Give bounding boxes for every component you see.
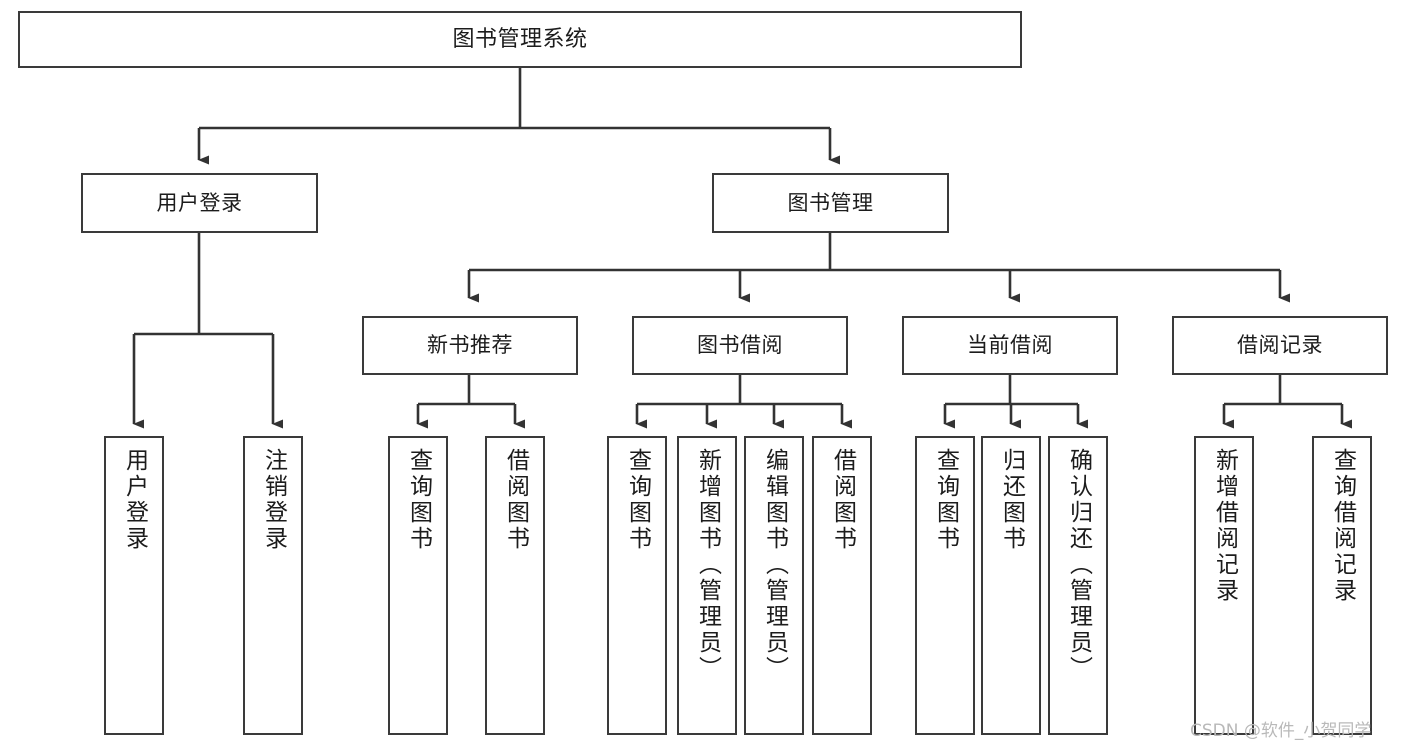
node-label: 借阅记录 bbox=[1237, 333, 1323, 358]
node-label: 查询借阅记录 bbox=[1329, 448, 1356, 604]
node-label: 查询图书 bbox=[624, 448, 651, 552]
csdn-watermark: CSDN @软件_小贺同学 bbox=[1190, 721, 1372, 741]
node-root-book-management-system[interactable]: 图书管理系统 bbox=[18, 11, 1022, 68]
leaf-add-borrow-record[interactable]: 新增借阅记录 bbox=[1194, 436, 1254, 735]
node-label: 图书管理系统 bbox=[452, 26, 588, 52]
node-borrow-record[interactable]: 借阅记录 bbox=[1172, 316, 1388, 375]
node-label: 图书管理 bbox=[787, 190, 874, 215]
node-new-book-recommend[interactable]: 新书推荐 bbox=[362, 316, 578, 375]
node-label: 归还图书 bbox=[998, 448, 1025, 552]
node-label: 当前借阅 bbox=[967, 333, 1053, 358]
node-current-borrow[interactable]: 当前借阅 bbox=[902, 316, 1118, 375]
node-book-management[interactable]: 图书管理 bbox=[712, 173, 949, 233]
node-label: 图书借阅 bbox=[697, 333, 783, 358]
node-label: 新增借阅记录 bbox=[1211, 448, 1238, 604]
leaf-query-book-current[interactable]: 查询图书 bbox=[915, 436, 975, 735]
node-label: 用户登录 bbox=[121, 448, 148, 552]
node-label: 借阅图书 bbox=[829, 448, 856, 552]
leaf-add-book-admin[interactable]: 新增图书（管理员） bbox=[677, 436, 737, 735]
leaf-user-login[interactable]: 用户登录 bbox=[104, 436, 164, 735]
leaf-borrow-book-borrow[interactable]: 借阅图书 bbox=[812, 436, 872, 735]
node-label: 借阅图书 bbox=[502, 448, 529, 552]
node-book-borrow[interactable]: 图书借阅 bbox=[632, 316, 848, 375]
leaf-query-borrow-record[interactable]: 查询借阅记录 bbox=[1312, 436, 1372, 735]
node-user-login[interactable]: 用户登录 bbox=[81, 173, 318, 233]
node-label: 查询图书 bbox=[405, 448, 432, 552]
leaf-query-book-borrow[interactable]: 查询图书 bbox=[607, 436, 667, 735]
node-label: 编辑图书（管理员） bbox=[761, 448, 788, 682]
node-label: 确认归还（管理员） bbox=[1065, 448, 1092, 682]
leaf-query-book-new-recommend[interactable]: 查询图书 bbox=[388, 436, 448, 735]
node-label: 查询图书 bbox=[932, 448, 959, 552]
leaf-confirm-return-admin[interactable]: 确认归还（管理员） bbox=[1048, 436, 1108, 735]
node-label: 注销登录 bbox=[260, 448, 287, 552]
node-label: 新增图书（管理员） bbox=[694, 448, 721, 682]
leaf-logout-login[interactable]: 注销登录 bbox=[243, 436, 303, 735]
leaf-return-book[interactable]: 归还图书 bbox=[981, 436, 1041, 735]
leaf-edit-book-admin[interactable]: 编辑图书（管理员） bbox=[744, 436, 804, 735]
node-label: 新书推荐 bbox=[427, 333, 513, 358]
leaf-borrow-book-new-recommend[interactable]: 借阅图书 bbox=[485, 436, 545, 735]
node-label: 用户登录 bbox=[156, 190, 243, 215]
